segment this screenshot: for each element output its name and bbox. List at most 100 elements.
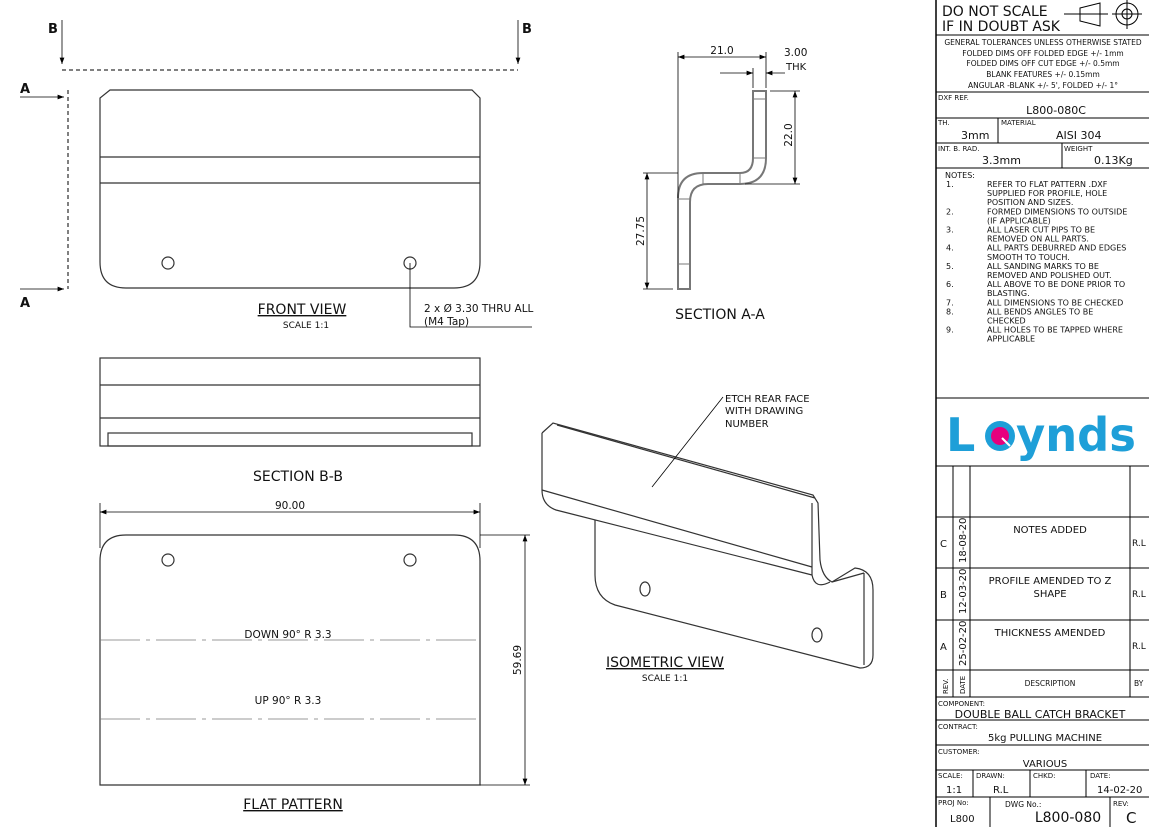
note-number: 1. bbox=[946, 180, 954, 189]
hole bbox=[811, 627, 823, 643]
etch-note: WITH DRAWING bbox=[725, 406, 803, 417]
date-value: 14-02-20 bbox=[1097, 785, 1142, 796]
customer-label: CUSTOMER: bbox=[938, 748, 980, 756]
checked-label: CHKD: bbox=[1033, 772, 1056, 780]
note-text: ALL LASER CUT PIPS TO BE bbox=[987, 226, 1095, 235]
rev-value: C bbox=[1126, 809, 1136, 827]
revision-description: NOTES ADDED bbox=[1013, 525, 1087, 536]
projection-symbol-icon bbox=[1064, 0, 1142, 29]
revision-letter: C bbox=[940, 539, 947, 550]
note-number: 5. bbox=[946, 262, 954, 271]
dim-flat-width: 90.00 bbox=[275, 500, 305, 512]
note-text: POSITION AND SIZES. bbox=[987, 198, 1073, 207]
rad-label: INT. B. RAD. bbox=[938, 145, 979, 153]
dim-flat-height: 59.69 bbox=[512, 645, 524, 675]
revision-letter: A bbox=[940, 642, 947, 653]
weight-label: WEIGHT bbox=[1064, 145, 1093, 153]
note-text: REFER TO FLAT PATTERN .DXF bbox=[987, 180, 1108, 189]
th-label: TH. bbox=[937, 119, 950, 127]
customer-value: VARIOUS bbox=[1023, 759, 1067, 770]
section-b-label-right: B bbox=[522, 22, 532, 37]
note-text: (IF APPLICABLE) bbox=[987, 216, 1051, 225]
isometric-scale: SCALE 1:1 bbox=[642, 674, 688, 684]
note-text: ALL SANDING MARKS TO BE bbox=[987, 262, 1099, 271]
note-text: SMOOTH TO TOUCH. bbox=[987, 253, 1070, 262]
scale-label: SCALE: bbox=[938, 772, 963, 780]
etch-leader bbox=[651, 396, 724, 488]
logo-text: ynds bbox=[1016, 408, 1136, 462]
dwg-label: DWG No.: bbox=[1005, 800, 1041, 809]
note-number: 6. bbox=[946, 280, 954, 289]
material-value: AISI 304 bbox=[1056, 129, 1102, 142]
note-text: CHECKED bbox=[987, 317, 1026, 326]
section-markers: B B A A bbox=[20, 20, 532, 311]
hole bbox=[161, 553, 175, 567]
dwg-value: L800-080 bbox=[1035, 810, 1101, 826]
rev-header: REV. bbox=[942, 679, 950, 694]
bend-up-note: UP 90° R 3.3 bbox=[255, 695, 322, 707]
date-label: DATE: bbox=[1090, 772, 1111, 780]
note-number: 7. bbox=[946, 298, 954, 307]
hole bbox=[161, 256, 175, 270]
component-label: COMPONENT: bbox=[938, 700, 985, 708]
section-a-label-bottom: A bbox=[20, 296, 30, 311]
tolerance-line: ANGULAR -BLANK +/- 5', FOLDED +/- 1° bbox=[968, 81, 1118, 90]
material-label: MATERIAL bbox=[1001, 119, 1036, 127]
note-text: SUPPLIED FOR PROFILE, HOLE bbox=[987, 189, 1107, 198]
rev-label: REV: bbox=[1113, 800, 1129, 808]
tolerance-line: FOLDED DIMS OFF FOLDED EDGE +/- 1mm bbox=[962, 49, 1123, 58]
component-value: DOUBLE BALL CATCH BRACKET bbox=[955, 708, 1126, 721]
by-header: BY bbox=[1134, 679, 1144, 688]
bend-down-note: DOWN 90° R 3.3 bbox=[244, 629, 331, 641]
logo-letter-l: L bbox=[946, 408, 975, 462]
revision-description: SHAPE bbox=[1033, 589, 1066, 600]
hole-note-tap: (M4 Tap) bbox=[424, 316, 469, 328]
date-header: DATE bbox=[959, 676, 967, 694]
rad-value: 3.3mm bbox=[982, 154, 1021, 167]
contract-value: 5kg PULLING MACHINE bbox=[988, 733, 1102, 744]
note-text: ALL HOLES TO BE TAPPED WHERE bbox=[987, 326, 1123, 335]
hole-note: 2 x Ø 3.30 THRU ALL bbox=[424, 303, 534, 315]
if-in-doubt: IF IN DOUBT ASK bbox=[942, 19, 1061, 35]
note-text: REMOVED AND POLISHED OUT. bbox=[987, 271, 1111, 280]
note-number: 8. bbox=[946, 307, 954, 316]
section-a-a-title: SECTION A-A bbox=[675, 307, 765, 323]
revision-date: 18-08-20 bbox=[958, 518, 969, 563]
isometric-title: ISOMETRIC VIEW bbox=[606, 655, 724, 671]
title-block: DO NOT SCALE IF IN DOUBT ASK GENERAL TOL… bbox=[935, 0, 1149, 827]
note-text: REMOVED ON ALL PARTS. bbox=[987, 235, 1089, 244]
dim-width: 21.0 bbox=[710, 45, 733, 57]
revision-description: PROFILE AMENDED TO Z bbox=[989, 576, 1112, 587]
note-text: BLASTING. bbox=[987, 289, 1030, 298]
drawn-label: DRAWN: bbox=[976, 772, 1005, 780]
note-text: APPLICABLE bbox=[987, 335, 1035, 344]
proj-label: PROJ No: bbox=[938, 799, 969, 807]
section-a-a: 21.0 3.00 THK 22.0 27.75 SECTION A-A bbox=[635, 45, 807, 323]
section-b-b-title: SECTION B-B bbox=[253, 469, 343, 485]
loynds-logo: L ynds bbox=[946, 408, 1136, 462]
do-not-scale: DO NOT SCALE bbox=[942, 4, 1048, 20]
dim-thickness-label: THK bbox=[785, 62, 807, 73]
front-view-title: FRONT VIEW bbox=[258, 302, 347, 318]
weight-value: 0.13Kg bbox=[1094, 154, 1133, 167]
section-b-b: SECTION B-B bbox=[99, 357, 481, 485]
flat-pattern-title: FLAT PATTERN bbox=[243, 797, 343, 813]
note-number: 9. bbox=[946, 326, 954, 335]
dxf-value: L800-080C bbox=[1026, 104, 1086, 117]
proj-value: L800 bbox=[950, 814, 975, 825]
hole-leader bbox=[409, 263, 532, 328]
note-number: 3. bbox=[946, 226, 954, 235]
front-view: 2 x Ø 3.30 THRU ALL (M4 Tap) FRONT VIEW … bbox=[99, 89, 534, 331]
note-text: FORMED DIMENSIONS TO OUTSIDE bbox=[987, 207, 1127, 216]
revision-by: R.L bbox=[1132, 539, 1146, 549]
dim-upper: 22.0 bbox=[783, 123, 795, 146]
drawn-value: R.L bbox=[993, 785, 1009, 796]
revision-date: 25-02-20 bbox=[958, 621, 969, 666]
revision-by: R.L bbox=[1132, 642, 1146, 652]
th-value: 3mm bbox=[961, 129, 989, 142]
front-view-scale: SCALE 1:1 bbox=[283, 321, 329, 331]
hole bbox=[639, 581, 651, 597]
flat-pattern: 90.00 DOWN 90° R 3.3 UP 90° R 3.3 59.69 … bbox=[99, 500, 530, 813]
